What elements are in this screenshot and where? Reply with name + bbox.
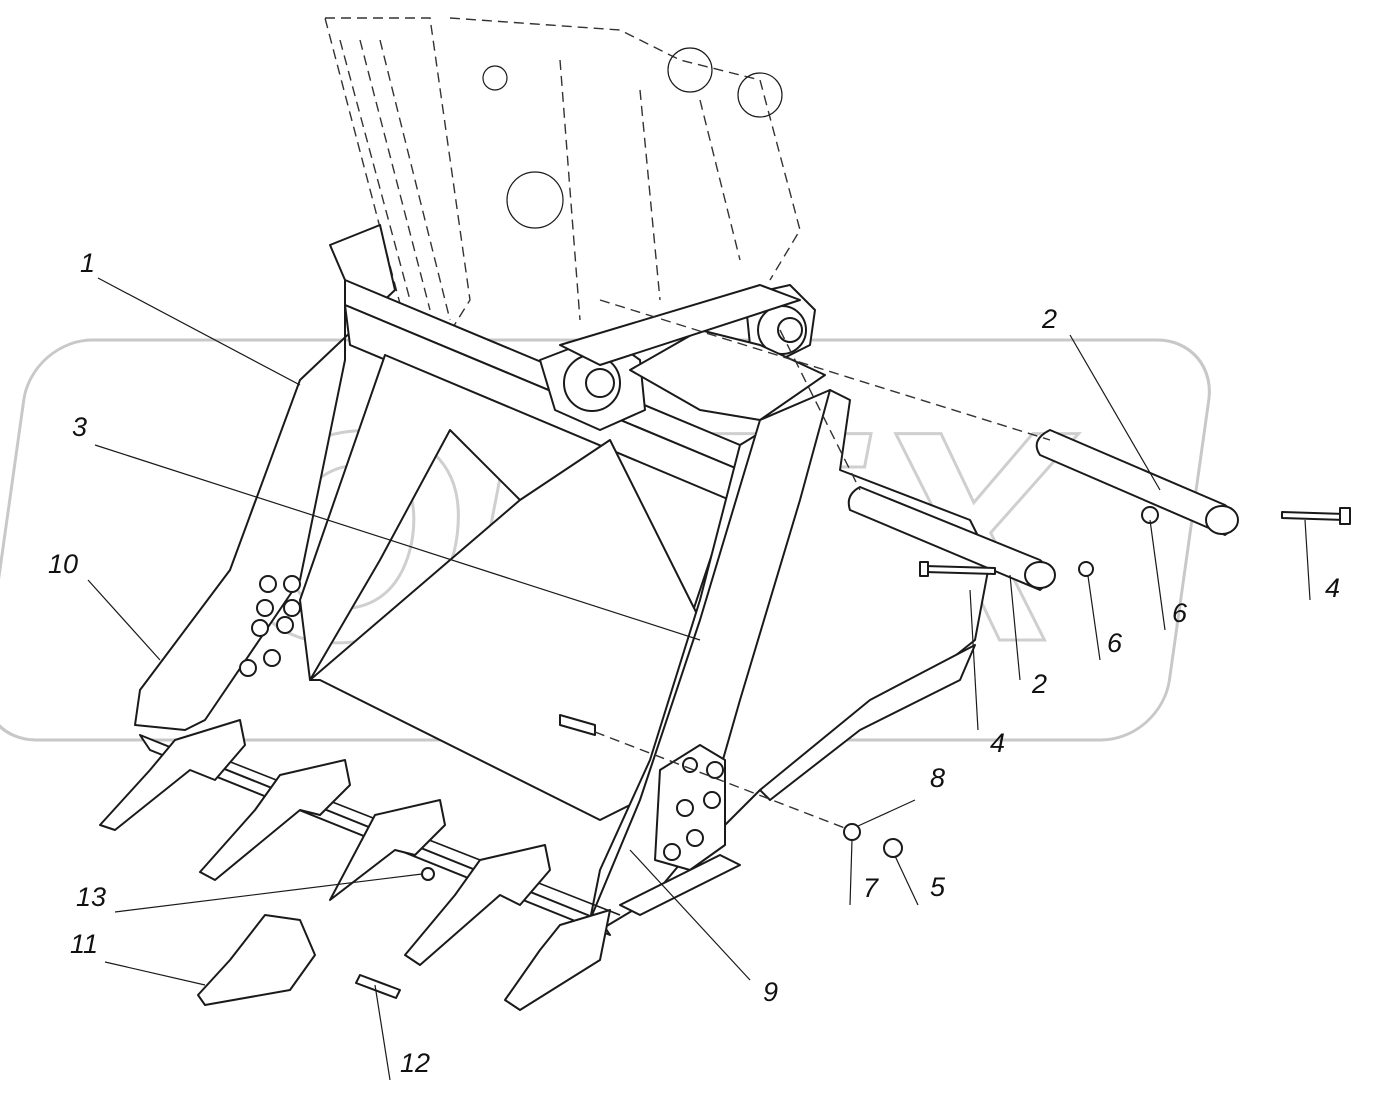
callout-2-upper: 2 [1041,304,1057,334]
callout-9: 9 [763,977,778,1007]
tooth-2 [199,759,351,881]
callout-12: 12 [400,1048,430,1078]
left-side-plate [134,224,396,731]
tooth-pin [355,974,401,999]
callouts: 1 2 2 3 4 4 5 6 6 7 8 9 10 11 12 13 [48,248,1340,1078]
callout-11: 11 [70,929,98,959]
tooth-4 [404,844,551,966]
callout-4-lower: 4 [990,728,1005,758]
teeth [99,719,611,1011]
callout-10: 10 [48,549,78,579]
bolts [559,507,1351,831]
callout-7: 7 [863,873,879,903]
leader-lines [87,277,1311,1081]
callout-6-right: 6 [1172,598,1188,628]
bolt-upper [1281,511,1346,521]
callout-4-upper: 4 [1325,573,1340,603]
retainer-washer [421,867,435,881]
side-bolts-left [239,575,301,677]
washer-7 [843,823,861,841]
side-guard [759,644,976,801]
tooth-1 [99,719,246,831]
callout-5: 5 [930,872,946,902]
hinge-brackets [539,284,826,431]
tooth-11-exploded [197,914,316,1006]
nut-6a [1078,561,1094,577]
bolt-lower [924,565,996,575]
tooth-5 [504,909,611,1011]
pins [599,299,1239,591]
callout-6-left: 6 [1107,628,1123,658]
nut-5 [883,838,903,858]
back-wall [299,354,731,681]
tooth-3-adapter [329,799,446,901]
callout-3: 3 [72,412,87,442]
callout-13: 13 [76,882,106,912]
callout-1: 1 [80,248,95,278]
side-cutter-bolts [619,744,741,916]
bolt-3 [559,714,596,736]
callout-8: 8 [930,763,945,793]
callout-2-lower: 2 [1031,669,1047,699]
